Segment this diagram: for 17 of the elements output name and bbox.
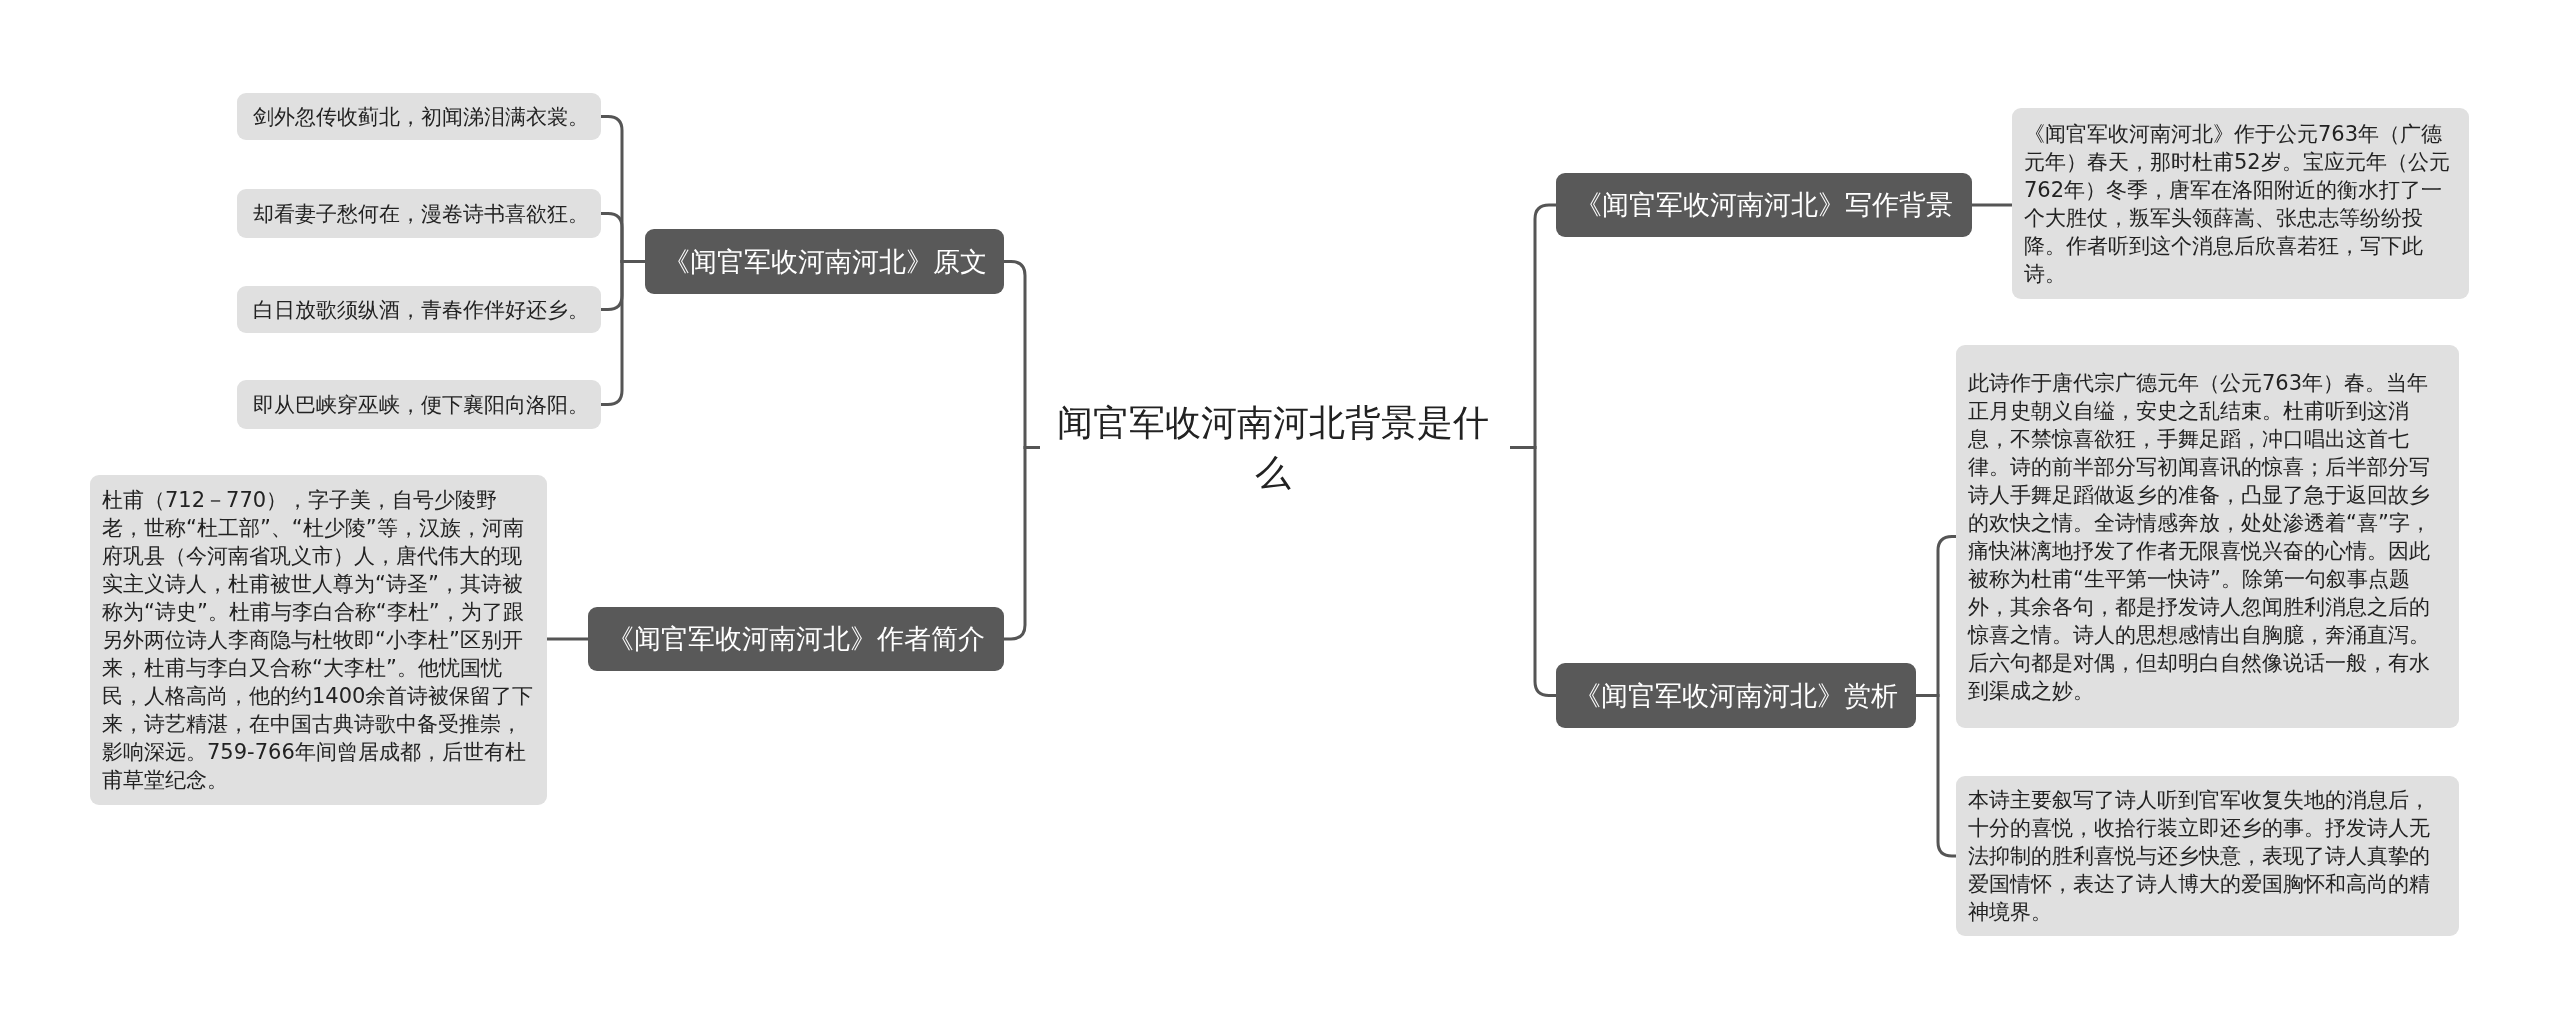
text-card: 本诗主要叙写了诗人听到官军收复失地的消息后，十分的喜悦，收拾行装立即还乡的事。抒发诗人无法抑制的胜利喜悦与还乡快意，表现了诗人真挚的爱国情怀，表达了诗人博大的爱国胸怀和高尚的精神境界。 bbox=[1956, 776, 2459, 936]
central-topic: 闻官军收河南河北背景是什么 bbox=[1050, 395, 1495, 500]
branch-box: 《闻官军收河南河北》赏析 bbox=[1556, 663, 1916, 728]
branch-box: 《闻官军收河南河北》作者简介 bbox=[588, 607, 1004, 671]
text-card: 即从巴峡穿巫峡，便下襄阳向洛阳。 bbox=[237, 380, 601, 429]
text-card: 剑外忽传收蓟北，初闻涕泪满衣裳。 bbox=[237, 93, 601, 140]
text-card: 此诗作于唐代宗广德元年（公元763年）春。当年正月史朝义自缢，安史之乱结束。杜甫听到这消息，不禁惊喜欲狂，手舞足蹈，冲口唱出这首七律。诗的前半部分写初闻喜讯的惊喜；后半部分写诗人手舞足蹈做返乡的准备，凸显了急于返回故乡的欢快之情。全诗情感奔放，处处渗透着“喜”字，痛快淋漓地抒发了作者无限喜悦兴奋的心情。因此被称为杜甫“生平第一快诗”。除第一句叙事点题外，其余各句，都是抒发诗人忽闻胜利消息之后的惊喜之情。诗人的思想感情出自胸臆，奔涌直泻。后六句都是对偶，但却明白自然像说话一般，有水到渠成之妙。 bbox=[1956, 345, 2459, 728]
connector-line bbox=[547, 637, 588, 641]
text-card: 白日放歌须纵酒，青春作伴好还乡。 bbox=[237, 286, 601, 333]
text-card: 《闻官军收河南河北》作于公元763年（广德元年）春天，那时杜甫52岁。宝应元年（公元762年）冬季，唐军在洛阳附近的衡水打了一个大胜仗，叛军头领薛嵩、张忠志等纷纷投降。作者听到这个消息后欣喜若狂，写下此诗。 bbox=[2012, 108, 2469, 299]
connector-line bbox=[1972, 203, 2012, 207]
branch-box: 《闻官军收河南河北》写作背景 bbox=[1556, 173, 1972, 237]
text-card: 却看妻子愁何在，漫卷诗书喜欲狂。 bbox=[237, 189, 601, 238]
connector-line bbox=[1004, 446, 1040, 641]
text-card: 杜甫（712－770），字子美，自号少陵野老，世称“杜工部”、“杜少陵”等，汉族，河南府巩县（今河南省巩义市）人，唐代伟大的现实主义诗人，杜甫被世人尊为“诗圣”，其诗被称为“诗史”。杜甫与李白合称“李杜”，为了跟另外两位诗人李商隐与杜牧即“小李杜”区别开来，杜甫与李白又合称“大李杜”。他忧国忧民，人格高尚，他的约1400余首诗被保留了下来，诗艺精湛，在中国古典诗歌中备受推崇，影响深远。759-766年间曾居成都，后世有杜甫草堂纪念。 bbox=[90, 475, 547, 805]
branch-box: 《闻官军收河南河北》原文 bbox=[645, 229, 1004, 294]
connector-line bbox=[1510, 446, 1556, 697]
